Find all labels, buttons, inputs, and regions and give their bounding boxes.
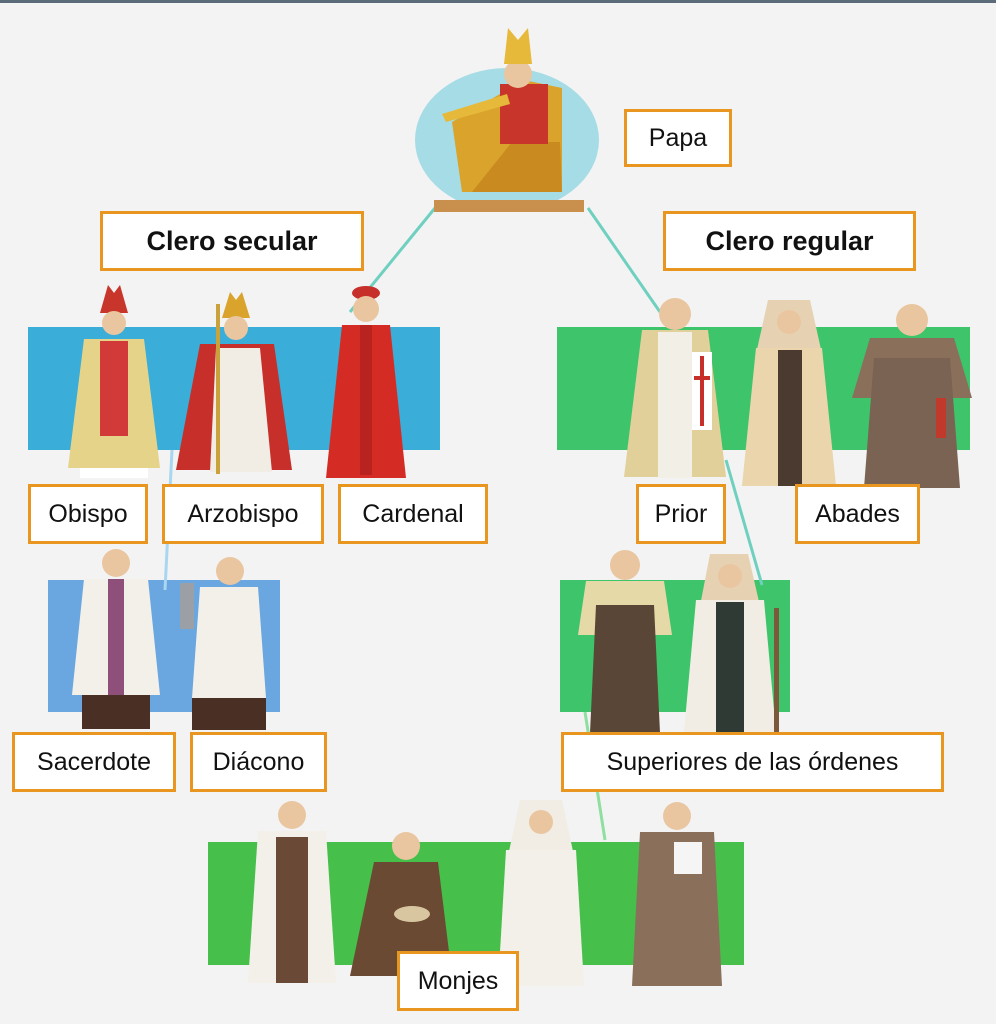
label-monjes: Monjes	[397, 951, 519, 1011]
arzobispo-figure	[176, 292, 292, 474]
label-clero-regular: Clero regular	[663, 211, 916, 271]
top-border	[0, 0, 996, 3]
label-prior: Prior	[636, 484, 726, 544]
obispo-figure	[68, 285, 160, 478]
label-superiores: Superiores de las órdenes	[561, 732, 944, 792]
prior-figure	[624, 298, 726, 478]
label-obispo: Obispo	[28, 484, 148, 544]
superior-figure-2	[684, 554, 779, 732]
label-clero-secular: Clero secular	[100, 211, 364, 271]
label-papa: Papa	[624, 109, 732, 167]
diacono-figure	[180, 557, 266, 730]
monje-figure-2	[350, 832, 452, 976]
abad-figure-2	[852, 304, 972, 488]
pope-figure	[415, 28, 599, 212]
label-abades: Abades	[795, 484, 920, 544]
label-diacono: Diácono	[190, 732, 327, 792]
label-sacerdote: Sacerdote	[12, 732, 176, 792]
monje-figure-3	[498, 800, 584, 986]
label-cardenal: Cardenal	[338, 484, 488, 544]
cardenal-figure	[326, 286, 406, 478]
label-arzobispo: Arzobispo	[162, 484, 324, 544]
superior-figure-1	[578, 550, 672, 733]
monje-figure-4	[632, 802, 722, 986]
sacerdote-figure	[72, 549, 160, 729]
monje-figure-1	[248, 801, 336, 983]
abad-figure-1	[742, 300, 836, 486]
